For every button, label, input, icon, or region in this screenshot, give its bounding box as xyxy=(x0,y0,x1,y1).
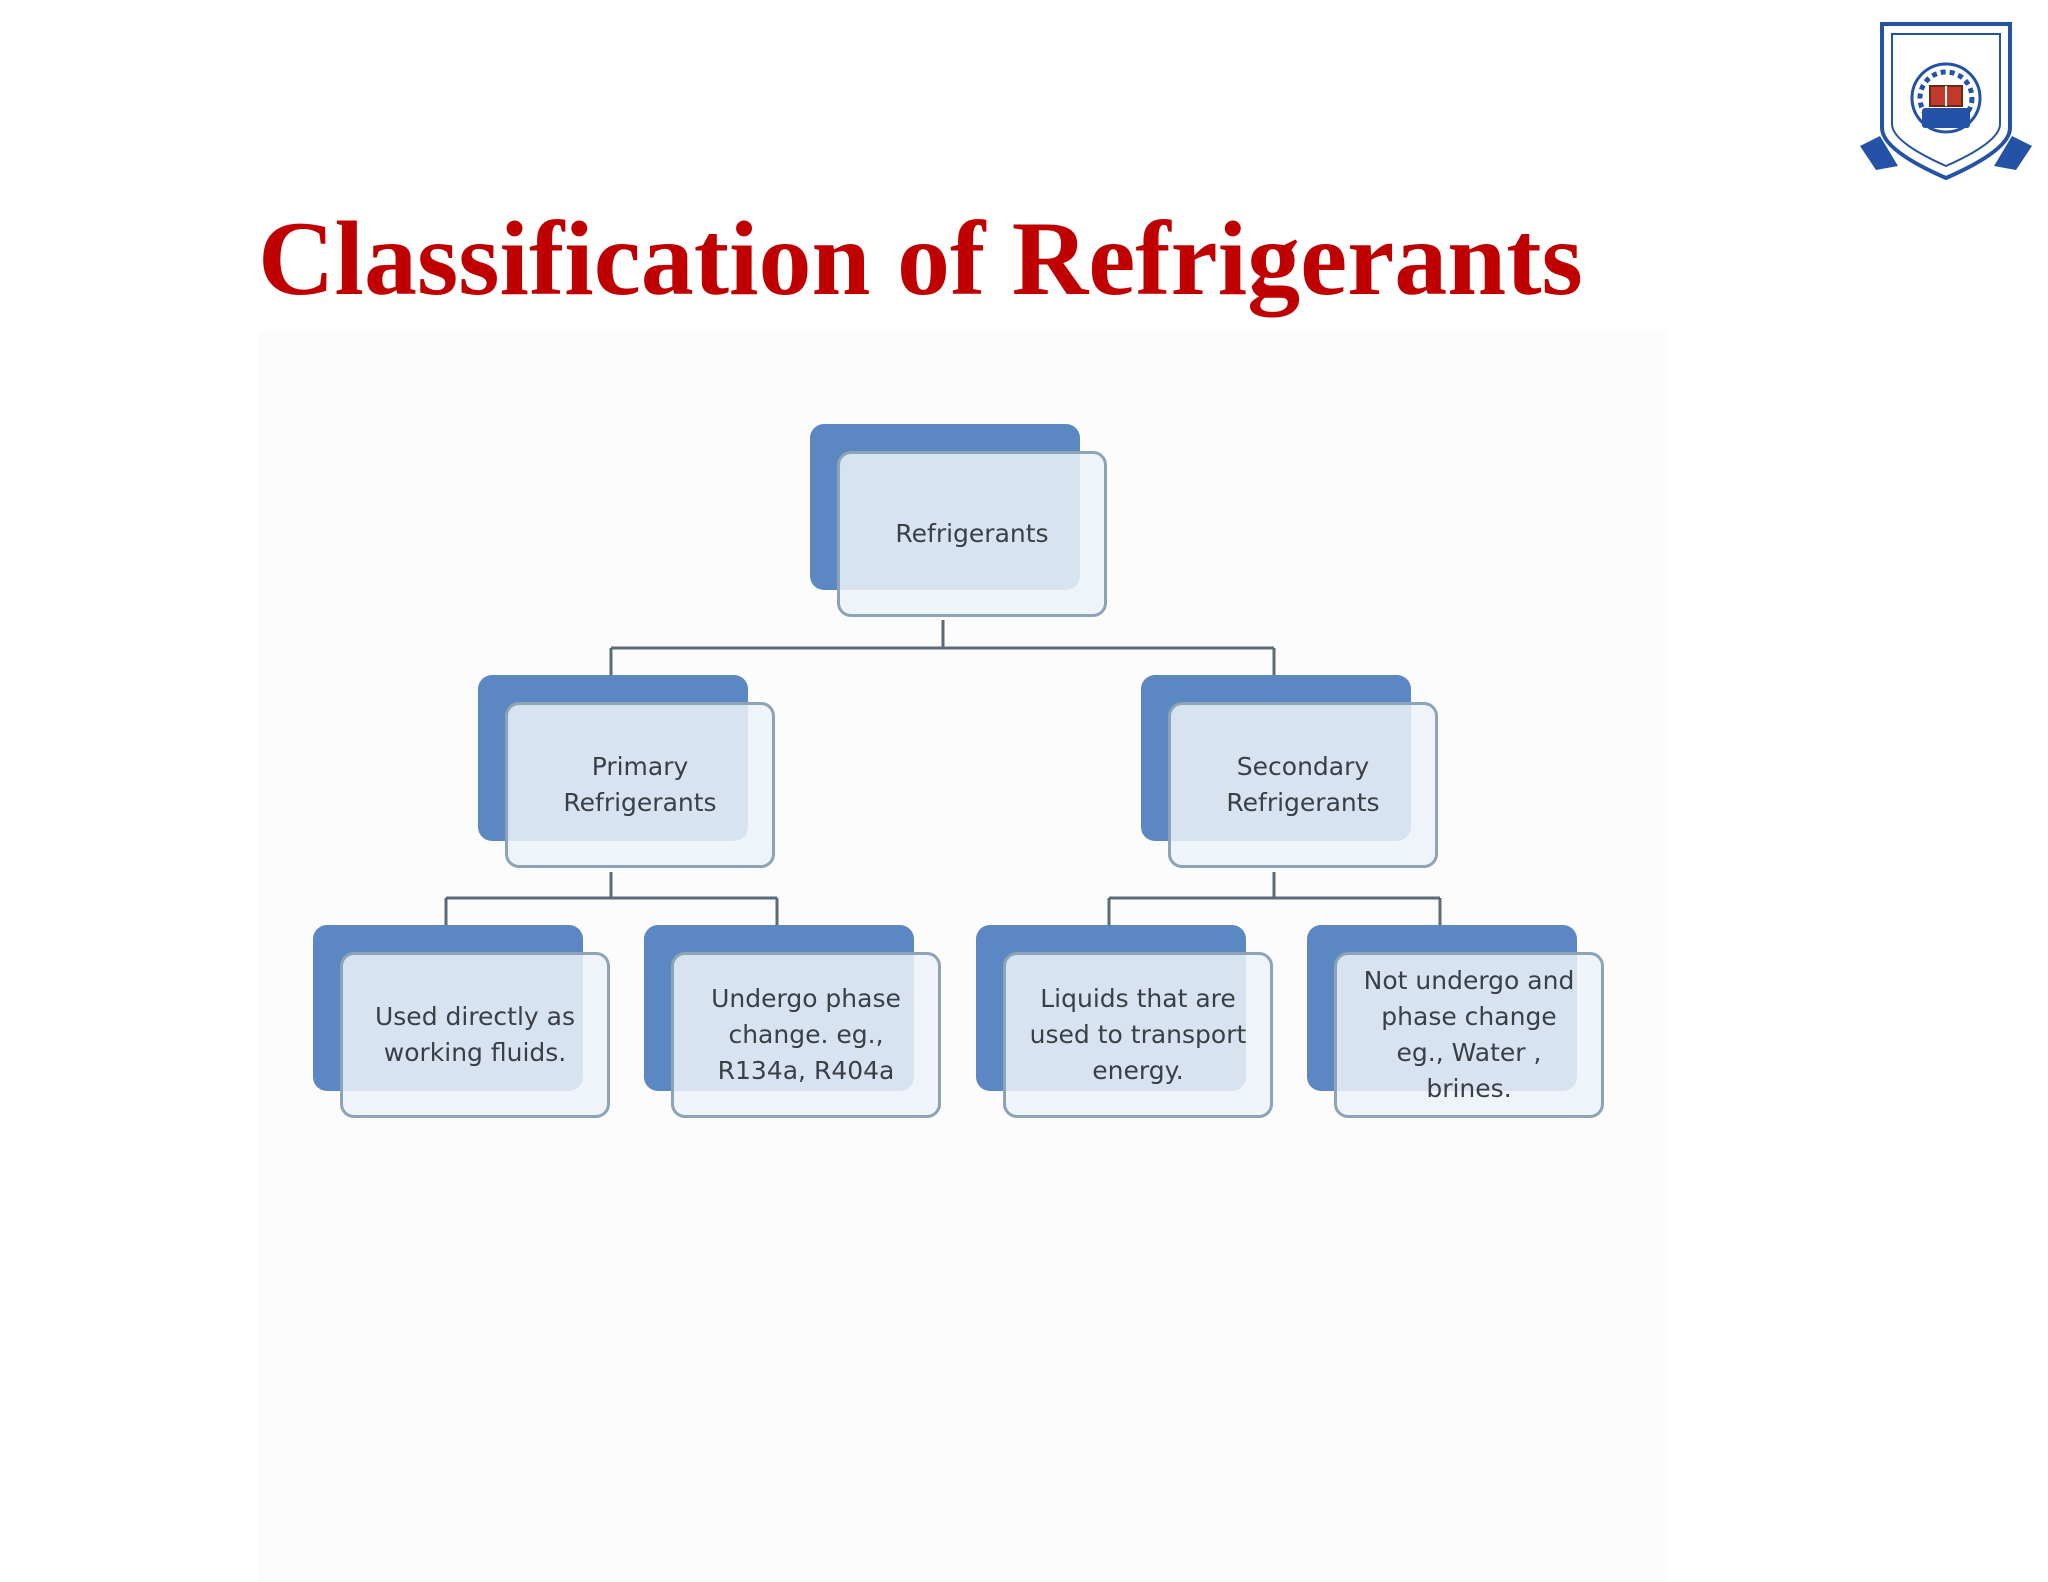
node-label: Used directly as working fluids. xyxy=(374,1002,576,1067)
node-front: Liquids that are used to transport energ… xyxy=(1003,952,1273,1118)
node-label: Refrigerants xyxy=(895,519,1049,548)
slide-title: Classification of Refrigerants xyxy=(258,200,1583,317)
node-front: Undergo phase change. eg., R134a, R404a xyxy=(671,952,941,1118)
node-front: Used directly as working fluids. xyxy=(340,952,610,1118)
node-label: Undergo phase change. eg., R134a, R404a xyxy=(711,984,901,1085)
kiet-logo xyxy=(1858,20,2034,182)
node-front: Primary Refrigerants xyxy=(505,702,775,868)
node-label: Primary Refrigerants xyxy=(563,752,717,817)
node-label: Not undergo and phase change eg., Water … xyxy=(1363,966,1575,1103)
node-front: Refrigerants xyxy=(837,451,1107,617)
node-label: Secondary Refrigerants xyxy=(1226,752,1380,817)
node-front: Not undergo and phase change eg., Water … xyxy=(1334,952,1604,1118)
node-front: Secondary Refrigerants xyxy=(1168,702,1438,868)
node-label: Liquids that are used to transport energ… xyxy=(1029,984,1247,1085)
